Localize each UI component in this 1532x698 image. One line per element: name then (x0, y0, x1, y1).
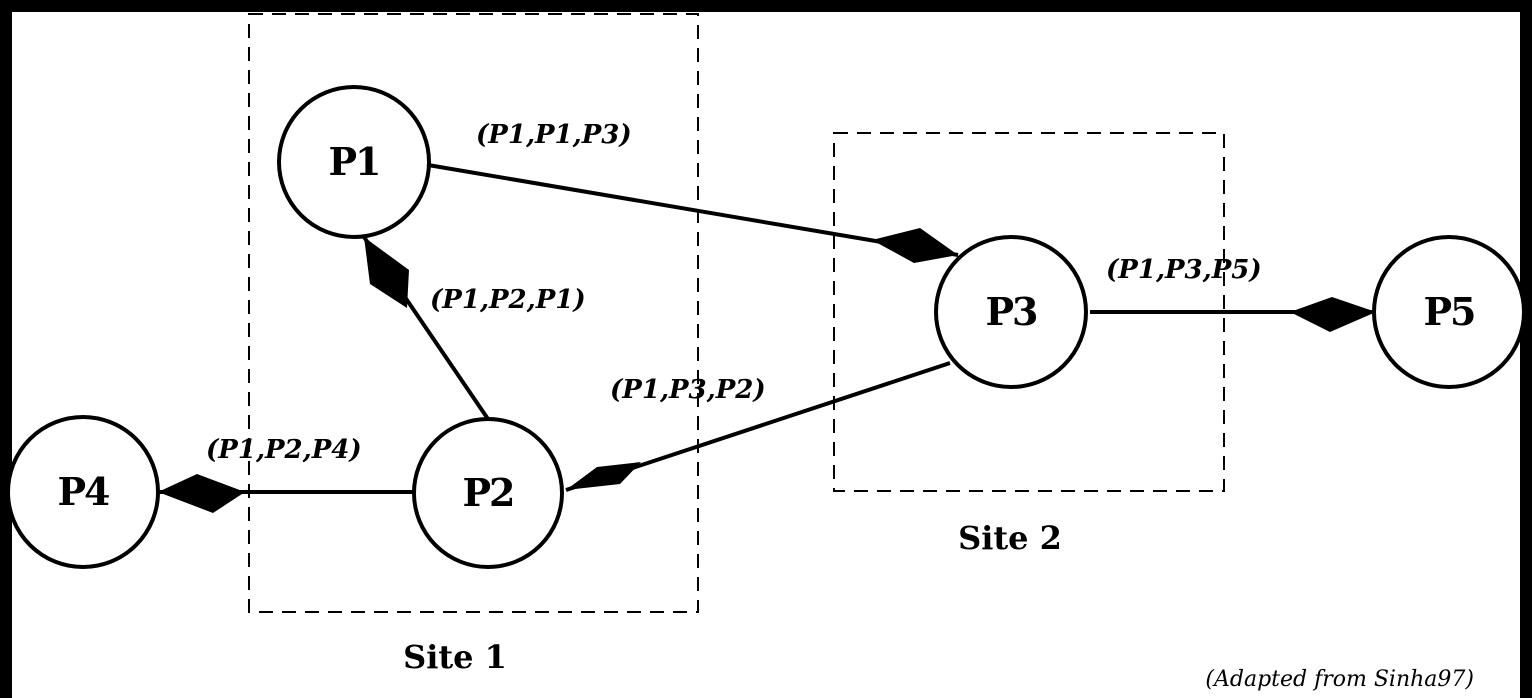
site-2-boundary (833, 132, 1225, 492)
site-2-label: Site 2 (958, 519, 1062, 557)
edge-p2-p4-arrowhead (158, 474, 245, 513)
node-p2-label: P2 (462, 470, 513, 515)
node-p4-label: P4 (57, 469, 109, 514)
node-p5-label: P5 (1423, 289, 1474, 334)
edge-p1-p3-arrowhead (872, 228, 958, 263)
node-p3-label: P3 (985, 289, 1037, 334)
edge-p1-p3-line (427, 163, 959, 257)
node-p3: P3 (934, 235, 1088, 389)
site-1-label: Site 1 (403, 638, 507, 676)
edge-p3-p2-arrowhead (566, 462, 641, 490)
node-p4-circle (6, 415, 160, 569)
canvas-background (12, 12, 1520, 698)
edge-p1-p3-label: (P1,P1,P3) (476, 120, 632, 150)
edge-p2-p4-label: (P1,P2,P4) (206, 435, 362, 465)
edge-p3-p5-label: (P1,P3,P5) (1106, 255, 1262, 285)
node-p3-circle (934, 235, 1088, 389)
site-1-boundary (248, 13, 699, 613)
node-p2-circle (412, 417, 564, 569)
edge-p2-p1-label: (P1,P2,P1) (430, 285, 586, 315)
node-p1: P1 (277, 85, 431, 239)
node-p1-label: P1 (328, 139, 379, 184)
node-p5: P5 (1372, 235, 1526, 389)
edge-p3-p5-arrowhead (1290, 297, 1376, 332)
source-caption: (Adapted from Sinha97) (1205, 667, 1474, 692)
edge-p2-p1-arrowhead (364, 237, 409, 308)
node-p4: P4 (6, 415, 160, 569)
edge-p3-p2-label: (P1,P3,P2) (610, 375, 766, 405)
node-p1-circle (277, 85, 431, 239)
node-p2: P2 (412, 417, 564, 569)
node-p5-circle (1372, 235, 1526, 389)
